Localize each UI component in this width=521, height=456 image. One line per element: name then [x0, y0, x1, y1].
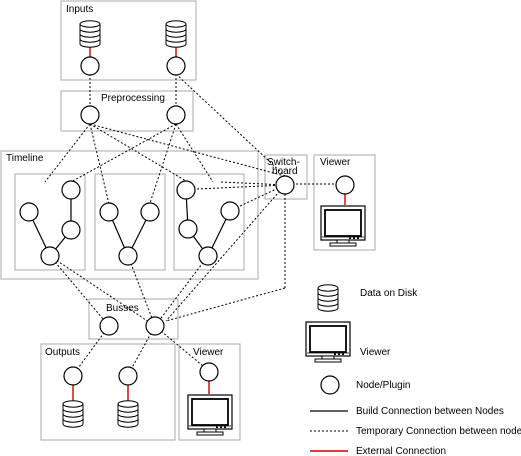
inputs-group [60, 0, 197, 81]
node-icon [335, 175, 355, 195]
switchboard-group [264, 154, 308, 200]
legend-data-on-disk: Data on Disk [360, 288, 418, 299]
node-icon [166, 56, 186, 76]
node-icon [145, 316, 165, 336]
legend-temporary-connection: Temporary Connection between node [356, 426, 521, 437]
nodes [19, 56, 355, 395]
preprocessing-label: Preprocessing [101, 93, 165, 104]
timeline-track-1 [14, 173, 86, 271]
node-icon [99, 316, 119, 336]
timeline-track-3 [173, 173, 245, 271]
node-icon [166, 105, 186, 125]
timeline-label: Timeline [6, 153, 44, 164]
node-icon [40, 246, 60, 266]
outputs-group [40, 343, 176, 441]
database-icon [165, 20, 187, 48]
node-icon [140, 202, 160, 222]
node-icon [199, 362, 219, 382]
legend-node-icon [320, 375, 340, 395]
node-icon [176, 180, 196, 200]
node-icon [178, 219, 198, 239]
busses-group [88, 298, 179, 340]
monitor-icon [320, 205, 366, 247]
viewer-group-top [313, 154, 376, 251]
node-icon [118, 246, 138, 266]
inputs-label: Inputs [66, 4, 93, 15]
node-icon [61, 220, 81, 240]
database-icon [79, 20, 101, 48]
timeline-track-2 [94, 173, 166, 271]
external-connections [72, 47, 346, 403]
switchboard-node-icon [275, 175, 295, 195]
temporary-connections [44, 73, 345, 376]
node-icon [63, 366, 83, 386]
busses-label: Busses [106, 303, 139, 314]
legend-external-connection: External Connection [356, 446, 446, 456]
viewer-top-label: Viewer [320, 157, 351, 168]
viewer-bottom-label: Viewer [193, 347, 224, 358]
legend-viewer: Viewer [360, 347, 391, 358]
node-icon [80, 56, 100, 76]
legend-build-connection: Build Connection between Nodes [356, 406, 504, 417]
database-icon [62, 400, 84, 428]
node-icon [61, 180, 81, 200]
legend-monitor-icon [305, 321, 351, 363]
node-icon [99, 202, 119, 222]
database-icon [117, 400, 139, 428]
switchboard-label: Switch-board [267, 157, 300, 177]
legend-database-icon [317, 284, 339, 312]
legend: Data on Disk Viewer Node/Plugin Build Co… [310, 288, 521, 456]
node-icon [19, 202, 39, 222]
node-icon [198, 246, 218, 266]
legend-node-plugin: Node/Plugin [356, 380, 410, 391]
preprocessing-group [60, 90, 194, 132]
node-icon [220, 201, 240, 221]
node-icon [118, 366, 138, 386]
timeline-group [0, 150, 259, 280]
viewer-group-bottom [178, 343, 241, 441]
node-icon [80, 105, 100, 125]
monitor-icon [187, 394, 233, 436]
build-connections [28, 189, 231, 257]
outputs-label: Outputs [45, 347, 80, 358]
